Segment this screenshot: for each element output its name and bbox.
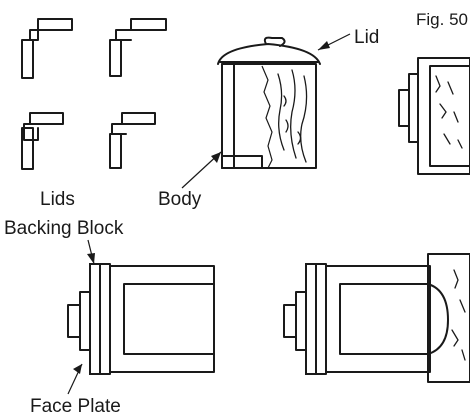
leader-lid-arrow <box>317 33 351 51</box>
label-body: Body <box>158 189 202 210</box>
backing-block-assembly <box>67 263 215 375</box>
lid-profile-2 <box>109 18 167 77</box>
lid-profile-4 <box>109 112 156 169</box>
label-backing-block: Backing Block <box>4 218 124 239</box>
lid-profile-1 <box>21 18 73 79</box>
figure-number: Fig. 50 <box>416 10 468 29</box>
label-lids: Lids <box>40 189 75 210</box>
lid-turning-partial <box>398 57 470 175</box>
label-lid: Lid <box>354 27 379 48</box>
leader-backing-block-arrow <box>87 239 95 265</box>
label-face-plate: Face Plate <box>30 396 121 416</box>
lid-blank-assembly <box>283 253 470 383</box>
leader-body-arrow <box>181 151 222 189</box>
turned-box <box>217 36 321 169</box>
lid-profile-3 <box>21 112 64 170</box>
leader-face-plate-arrow <box>67 363 83 395</box>
